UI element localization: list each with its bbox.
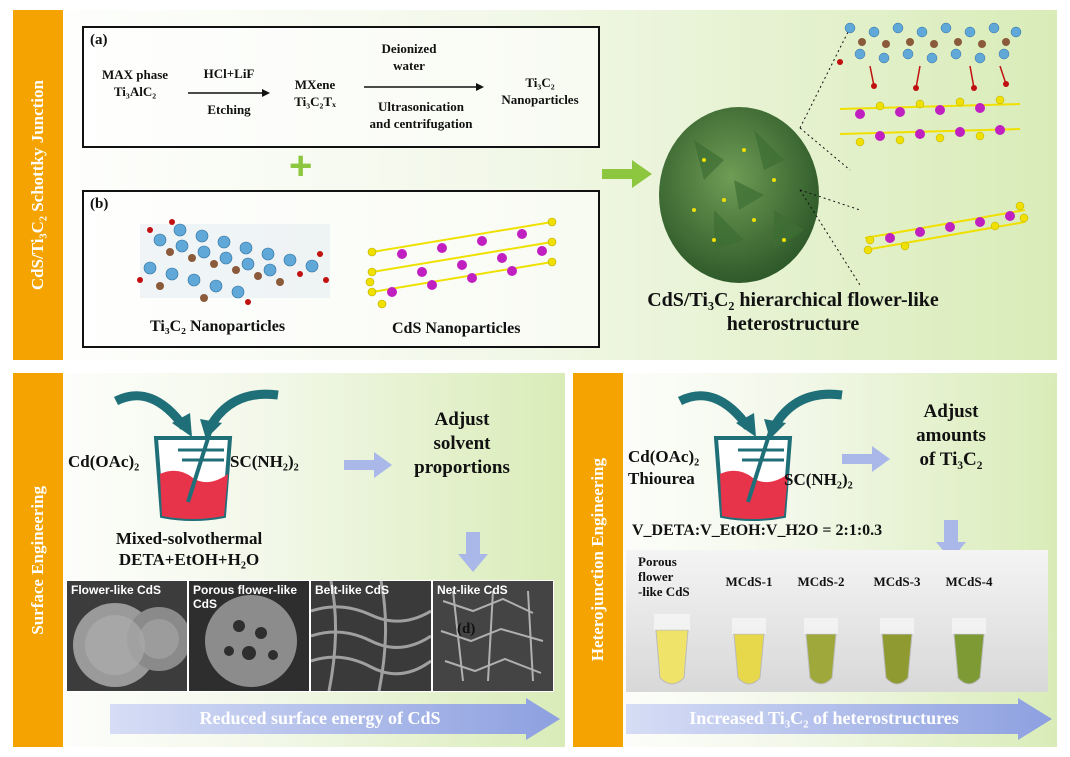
arrow2-top-line2: water [393,58,425,73]
step-mxene: MXene Ti₃C₂Tₓ [280,76,350,110]
hetero-adjust: Adjust amounts of Ti₃C₂ [896,400,1006,472]
tube-label-4: MCdS-3 [873,574,921,589]
zoom-lines-icon [799,27,861,286]
tube-label-1-line1: Porous [638,554,677,569]
hetero-bottom-arrow-shape [626,698,1052,740]
hetero-adjust-line2: amounts [916,425,986,446]
tube-label-2: MCdS-1 [725,574,773,589]
step-max-line1: MAX phase [101,67,169,82]
sem-flower-like-image [67,581,187,691]
sem-net-like-label: Net-like CdS [437,583,508,597]
step-mxene-line2: Ti₃C₂Tₓ [294,94,336,109]
hetero-adjust-line3: of Ti₃C₂ [919,449,983,470]
tubes-image [654,614,986,685]
surface-adjust: Adjust solvent proportions [404,408,520,480]
surface-bottom-arrow-shape [110,698,560,740]
heterostructure-title-line1: CdS/Ti₃C₂ hierarchical flower-like [647,289,939,311]
step-ti3c2-line2: Nanoparticles [501,92,579,107]
tube-label-1-line3: -like CdS [638,584,690,599]
tubes-photo: Porous flower -like CdS MCdS-1 MCdS-2 MC… [626,550,1048,692]
tube-label-1: Porous flower -like CdS [638,554,710,599]
tube-label-5: MCdS-4 [945,574,993,589]
surface-down-arrow-icon [458,532,488,572]
hetero-reagent-left-line2: Thiourea [628,469,695,488]
green-arrow-icon [602,160,652,188]
ti3c2-crystal-image [137,219,330,305]
step-max-line2: Ti₃AlC₂ [113,84,157,99]
box-b: (b) Ti₃C₂ Nanoparticles CdS Nanopa [82,190,600,348]
hetero-reagent-left: Cd(OAc)₂ Thiourea [628,446,699,490]
arrow2-icon [364,83,484,91]
hetero-sidebar: Heterojunction Engineering [573,373,623,747]
sem-flower-like: Flower-like CdS [66,580,188,692]
sem-belt-like-image [311,581,431,691]
heterostructure-title: CdS/Ti₃C₂ hierarchical flower-like heter… [618,288,968,336]
step-mxene-line1: MXene [294,77,336,92]
sem-net-like-image [433,581,553,691]
hetero-right-arrow-icon [842,446,890,472]
arrow2-bottom-line1: Ultrasonication [378,99,464,114]
surface-bottom-arrow-label: Reduced surface energy of CdS [199,708,441,728]
sem-net-like-inner-tag: (d) [457,621,476,637]
hetero-sidebar-title: Heterojunction Engineering [588,458,607,662]
sem-flower-like-label: Flower-like CdS [71,583,162,597]
surface-sidebar: Surface Engineering [13,373,63,747]
sem-belt-like: Belt-like CdS [310,580,432,692]
cds-nanoparticles-label: CdS Nanoparticles [392,320,521,337]
arrow1-bottom-label: Etching [207,102,251,117]
hetero-ratio: V_DETA:V_EtOH:V_H2O = 2:1:0.3 [632,522,883,539]
cds-structure-zoom-image [863,201,1029,255]
sem-porous-flower-image [189,581,309,691]
top-sidebar: CdS/Ti₃C₂ Schottky Junction [13,10,63,360]
surface-adjust-line3: proportions [414,457,510,478]
sem-belt-like-label: Belt-like CdS [315,583,390,597]
interface-structure-image [837,22,1022,147]
hetero-beaker-icon [713,431,793,521]
top-sidebar-title: CdS/Ti₃C₂ Schottky Junction [28,79,47,291]
hetero-reagent-right: SC(NH₂)₂ [784,470,853,489]
step-max-phase: MAX phase Ti₃AlC₂ [92,66,178,100]
arrow1-icon [188,89,270,97]
sem-porous-flower: Porous flower-like CdS [188,580,310,692]
surface-method-line1: Mixed-solvothermal [115,529,263,548]
plus-icon: + [289,144,313,188]
heterostructure-title-line2: heterostructure [726,313,860,335]
sem-porous-flower-label: Porous flower-like CdS [193,583,298,611]
surface-right-arrow-icon [344,452,392,478]
arrow2-top-label: Deionized water [354,40,464,74]
surface-adjust-line2: solvent [433,433,491,454]
arrow2-bottom-line2: and centrifugation [369,116,473,131]
flower-heterostructure-image [659,107,819,283]
cds-crystal-image [365,217,557,309]
surface-reagent-right: SC(NH₂)₂ [230,452,299,471]
tube-label-1-line2: flower [638,569,674,584]
surface-beaker-icon [153,431,233,521]
hetero-reagent-left-line1: Cd(OAc)₂ [628,447,700,466]
surface-sidebar-title: Surface Engineering [28,485,47,635]
arrow2-bottom-label: Ultrasonication and centrifugation [356,98,486,132]
surface-teal-arrows-icon [113,389,279,439]
step-ti3c2-nanoparticles: Ti₃C₂ Nanoparticles [488,74,592,108]
box-a-tag: (a) [90,32,108,48]
surface-adjust-line1: Adjust [434,409,490,430]
arrow2-top-line1: Deionized [381,41,437,56]
box-a: (a) MAX phase Ti₃AlC₂ HCl+LiF Etching MX… [82,26,600,148]
tube-label-3: MCdS-2 [797,574,845,589]
hetero-bottom-arrow-label: Increased Ti₃C₂ of heterostructures [689,708,959,728]
surface-method-line2: DETA+EtOH+H₂O [118,550,260,569]
box-b-tag: (b) [90,196,109,212]
step-ti3c2-line1: Ti₃C₂ [525,75,555,90]
ti3c2-nanoparticles-label: Ti₃C₂ Nanoparticles [150,318,286,335]
hetero-adjust-line1: Adjust [923,401,979,422]
sem-net-like: Net-like CdS (d) [432,580,554,692]
arrow1-top-label: HCl+LiF [203,66,255,81]
surface-method: Mixed-solvothermal DETA+EtOH+H₂O [84,528,294,570]
surface-reagent-left: Cd(OAc)₂ [68,452,140,471]
